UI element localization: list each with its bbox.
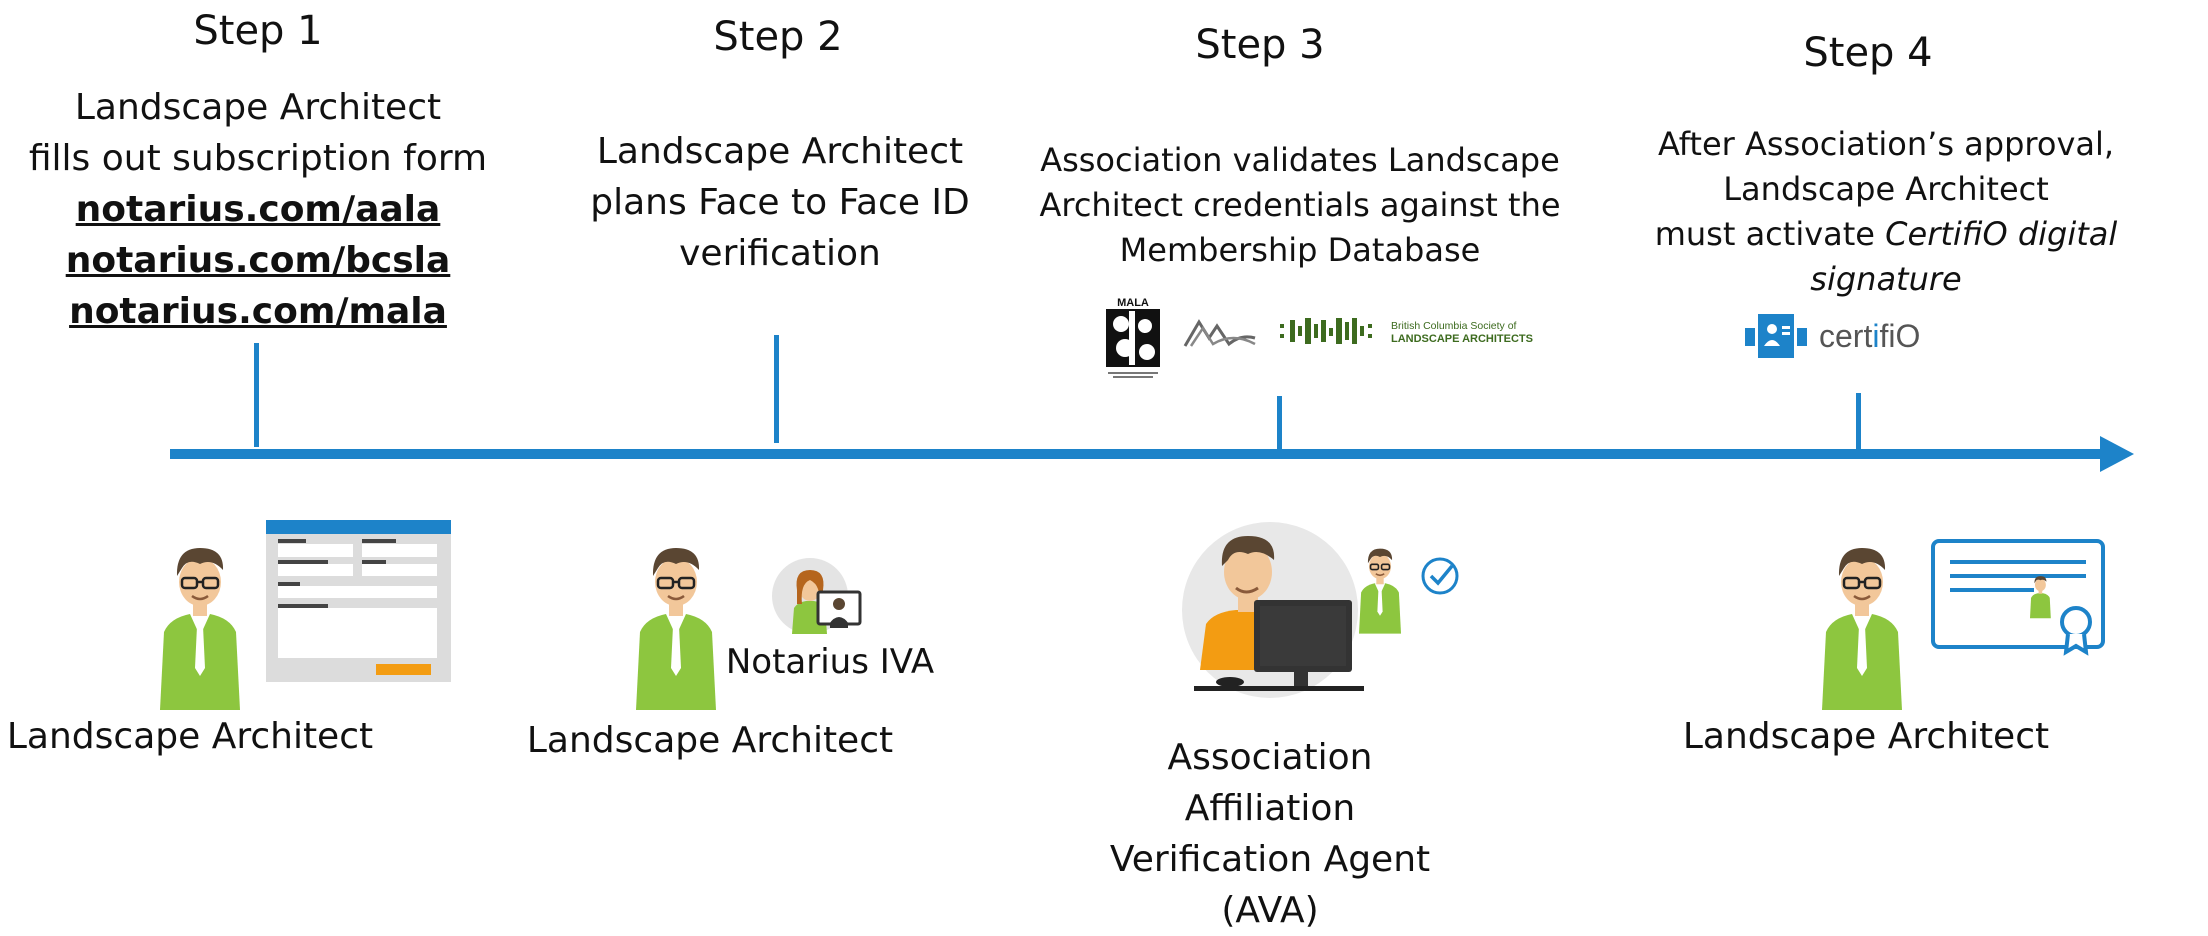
step-4-description: After Association’s approval, Landscape … [1654, 125, 2118, 298]
bcsla-logo-text-1: British Columbia Society of [1391, 320, 1517, 332]
step-2-description: Landscape Architect plans Face to Face I… [590, 131, 970, 274]
link-aala[interactable]: notarius.com/aala [75, 189, 441, 230]
svg-text:MALA: MALA [1117, 297, 1149, 309]
person-icon [1359, 548, 1401, 634]
certifio-logo: certifiO [1745, 312, 1920, 360]
step-1-role: Landscape Architect [6, 716, 374, 757]
video-call-icon [772, 558, 862, 634]
timeline-tick-step-4 [1856, 393, 1861, 450]
link-mala[interactable]: notarius.com/mala [69, 291, 447, 332]
step-1-description: Landscape Architect fills out subscripti… [28, 87, 488, 179]
step-2-title: Step 2 [713, 14, 843, 60]
step-1-title: Step 1 [193, 8, 323, 54]
certificate-icon [1931, 539, 2105, 656]
timeline-tick-step-3 [1277, 396, 1282, 450]
step-4-role: Landscape Architect [1682, 716, 2050, 757]
notarius-iva-label: Notarius IVA [725, 642, 935, 682]
step-1-links: notarius.com/aala notarius.com/bcsla not… [58, 184, 458, 337]
timeline-tick-step-1 [254, 343, 259, 447]
person-icon [636, 548, 716, 710]
mala-logo-icon: MALA [1106, 297, 1160, 378]
bcsla-logo-text-2: LANDSCAPE ARCHITECTS [1391, 333, 1533, 345]
step-3-description: Association validates Landscape Architec… [1039, 141, 1561, 269]
id-card-icon [1745, 314, 1807, 358]
check-circle-icon [1421, 557, 1459, 595]
computer-agent-icon [1182, 522, 1364, 698]
step-3-title: Step 3 [1195, 22, 1325, 68]
person-icon [160, 548, 240, 710]
bcsla-logo-icon: British Columbia Society of LANDSCAPE AR… [1280, 318, 1533, 345]
step-4-title: Step 4 [1803, 30, 1933, 76]
certifio-emphasis: CertifiO digital signature [1810, 215, 2118, 298]
step-2-role: Landscape Architect [526, 720, 894, 761]
person-icon [1822, 548, 1902, 710]
aala-logo-icon [1183, 319, 1256, 347]
form-icon [266, 520, 451, 682]
timeline-tick-step-2 [774, 335, 779, 443]
link-bcsla[interactable]: notarius.com/bcsla [65, 240, 451, 281]
step-3-role: Association Affiliation Verification Age… [1109, 737, 1431, 931]
